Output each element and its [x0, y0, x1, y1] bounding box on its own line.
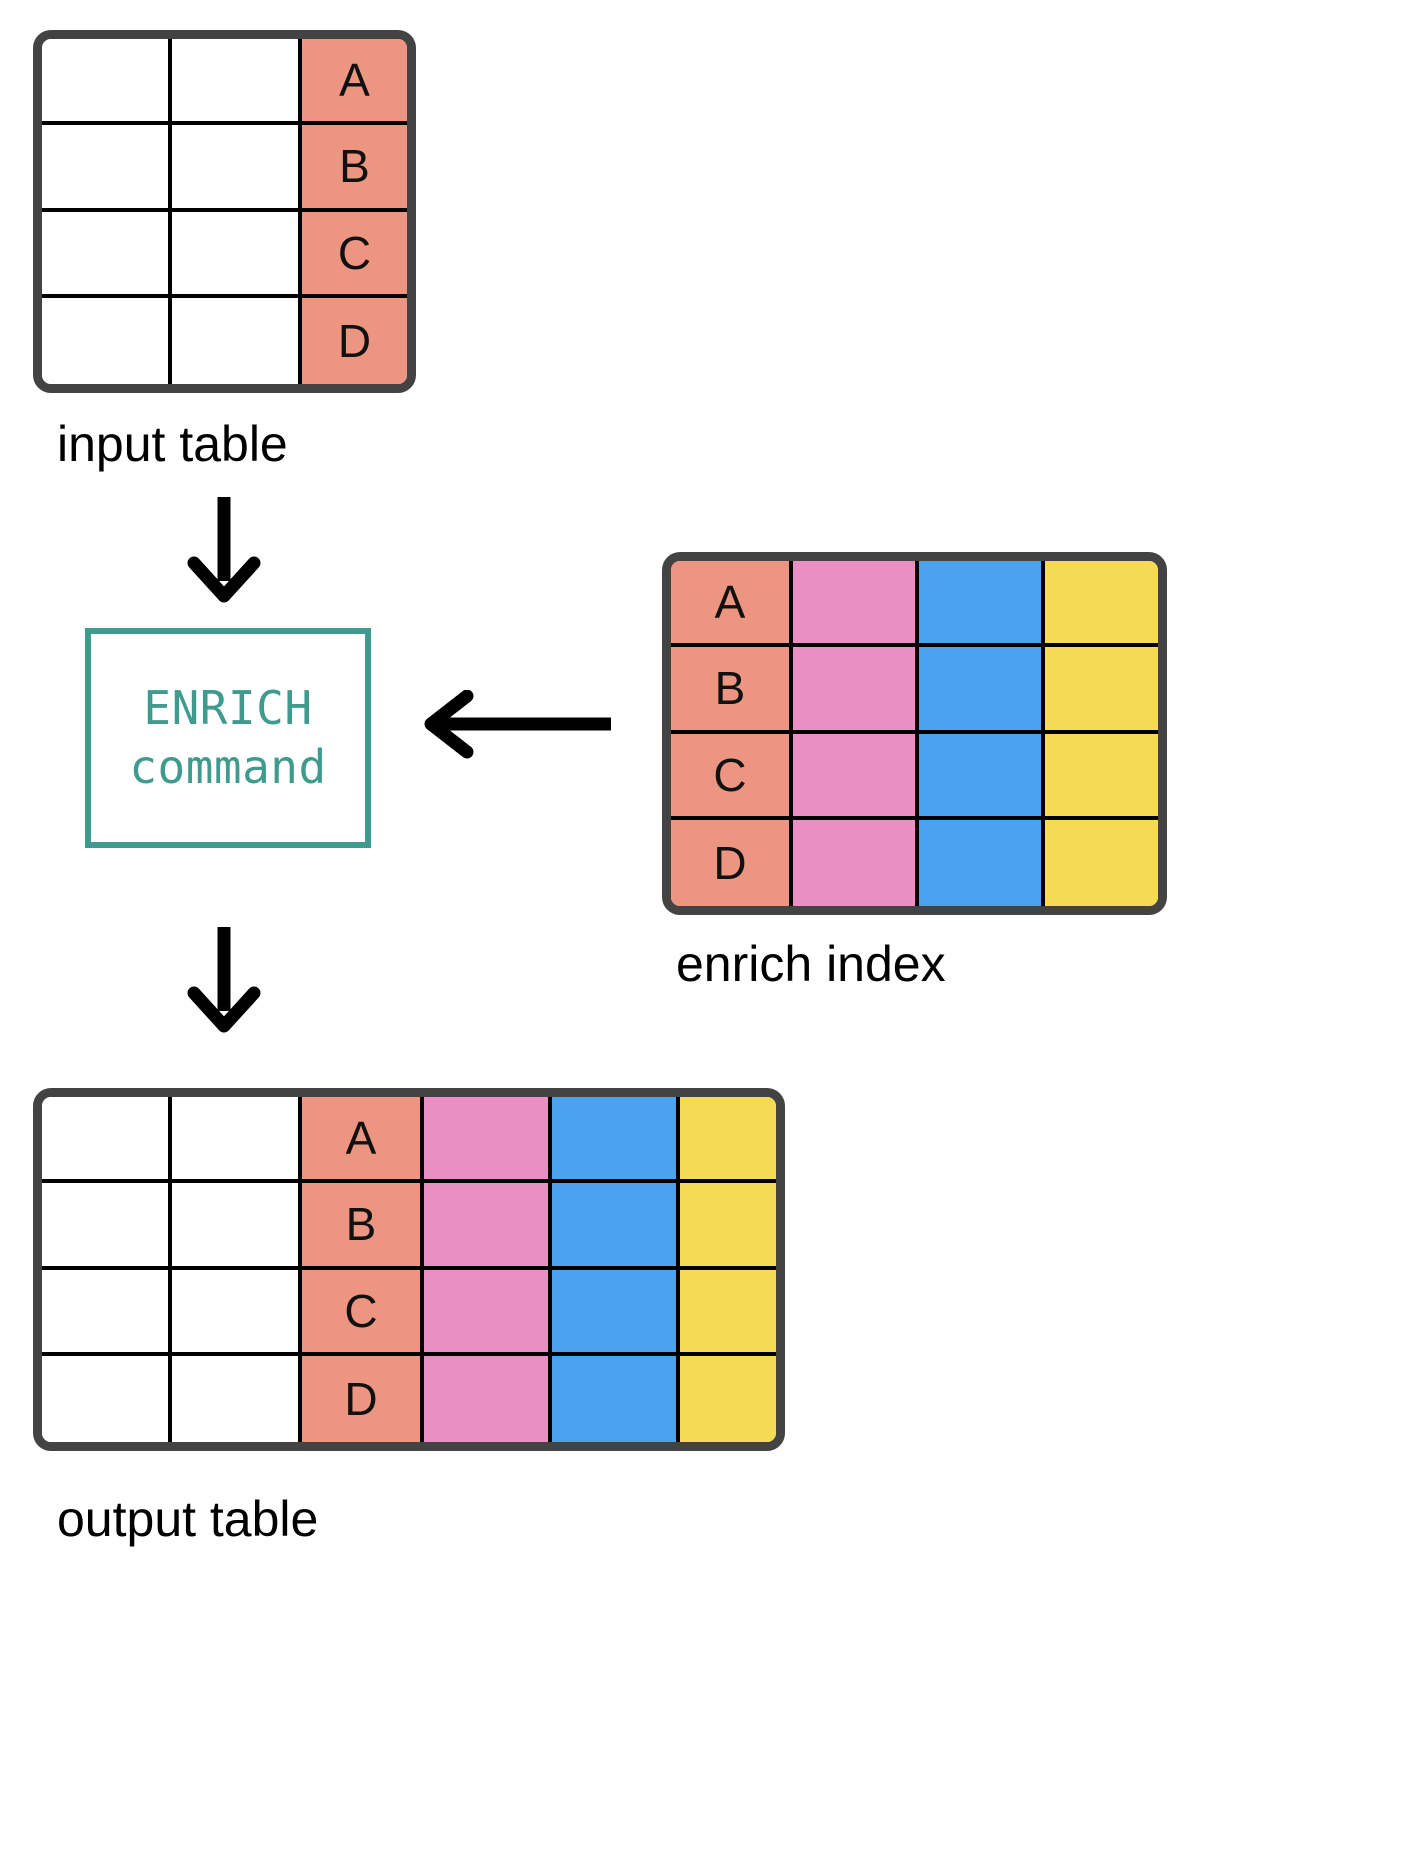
enrich-command-line-1: ENRICH — [143, 681, 313, 736]
output-cell-blue — [552, 1269, 680, 1356]
index-cell-yellow — [1045, 819, 1158, 906]
index-cell-pink — [793, 819, 919, 906]
table-row: B — [671, 647, 1158, 734]
index-cell-blue — [919, 561, 1045, 648]
output-cell-empty — [42, 1097, 172, 1184]
index-cell-pink — [793, 733, 919, 820]
table-row: D — [42, 297, 407, 384]
input-cell-empty — [172, 125, 302, 212]
input-table: A B C D — [33, 30, 416, 393]
arrow-input-to-command — [187, 497, 261, 603]
output-cell-key: A — [302, 1097, 424, 1184]
output-cell-pink — [424, 1269, 552, 1356]
output-cell-yellow — [680, 1269, 776, 1356]
index-cell-key: B — [671, 647, 793, 734]
output-cell-key: C — [302, 1269, 424, 1356]
output-cell-empty — [42, 1183, 172, 1270]
output-table-caption: output table — [57, 1491, 319, 1547]
arrow-command-to-output — [187, 927, 261, 1033]
output-cell-pink — [424, 1355, 552, 1442]
table-row: D — [42, 1355, 776, 1442]
arrow-index-to-command — [424, 690, 611, 759]
index-cell-key: C — [671, 733, 793, 820]
output-cell-yellow — [680, 1183, 776, 1270]
index-cell-blue — [919, 647, 1045, 734]
table-row: A — [42, 39, 407, 126]
enrich-command-box[interactable]: ENRICH command — [85, 628, 371, 848]
output-cell-yellow — [680, 1355, 776, 1442]
table-row: B — [42, 1183, 776, 1270]
input-cell-key: D — [302, 297, 407, 384]
output-cell-empty — [42, 1269, 172, 1356]
input-cell-empty — [42, 125, 172, 212]
input-cell-key: A — [302, 39, 407, 126]
output-cell-empty — [172, 1269, 302, 1356]
table-row: C — [42, 1269, 776, 1356]
index-cell-yellow — [1045, 733, 1158, 820]
output-cell-pink — [424, 1183, 552, 1270]
output-cell-empty — [172, 1183, 302, 1270]
input-cell-empty — [42, 211, 172, 298]
table-row: A — [42, 1097, 776, 1184]
output-cell-blue — [552, 1097, 680, 1184]
input-table-caption: input table — [57, 416, 288, 472]
table-row: C — [42, 211, 407, 298]
input-cell-empty — [172, 39, 302, 126]
enrich-index-caption: enrich index — [676, 936, 946, 992]
table-row: D — [671, 819, 1158, 906]
input-cell-empty — [172, 211, 302, 298]
index-cell-blue — [919, 819, 1045, 906]
output-cell-pink — [424, 1097, 552, 1184]
input-cell-key: B — [302, 125, 407, 212]
index-cell-yellow — [1045, 561, 1158, 648]
table-row: C — [671, 733, 1158, 820]
output-cell-empty — [42, 1355, 172, 1442]
output-cell-key: D — [302, 1355, 424, 1442]
enrich-index-table: A B C D — [662, 552, 1167, 915]
output-cell-yellow — [680, 1097, 776, 1184]
output-cell-key: B — [302, 1183, 424, 1270]
output-cell-blue — [552, 1183, 680, 1270]
output-cell-blue — [552, 1355, 680, 1442]
index-cell-key: A — [671, 561, 793, 648]
input-cell-key: C — [302, 211, 407, 298]
index-cell-key: D — [671, 819, 793, 906]
input-cell-empty — [42, 297, 172, 384]
table-row: A — [671, 561, 1158, 648]
input-cell-empty — [172, 297, 302, 384]
index-cell-pink — [793, 561, 919, 648]
enrich-command-line-2: command — [129, 740, 327, 794]
index-cell-blue — [919, 733, 1045, 820]
input-cell-empty — [42, 39, 172, 126]
output-table: A B C D — [33, 1088, 785, 1451]
index-cell-yellow — [1045, 647, 1158, 734]
table-row: B — [42, 125, 407, 212]
output-cell-empty — [172, 1355, 302, 1442]
index-cell-pink — [793, 647, 919, 734]
output-cell-empty — [172, 1097, 302, 1184]
